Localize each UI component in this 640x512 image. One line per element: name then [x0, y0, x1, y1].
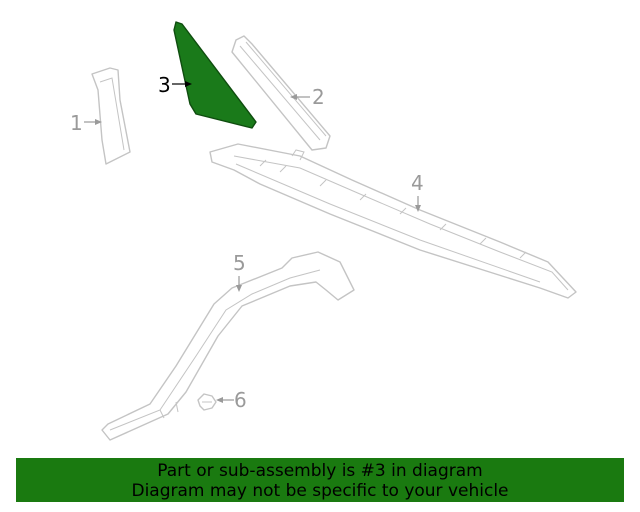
banner-line-2: Diagram may not be specific to your vehi…: [131, 481, 509, 501]
banner-line-1: Part or sub-assembly is #3 in diagram: [157, 461, 483, 481]
callout-1: 1: [70, 111, 102, 135]
info-banner: Part or sub-assembly is #3 in diagram Di…: [16, 458, 624, 502]
callout-5-label: 5: [233, 251, 246, 275]
callout-6: 6: [216, 388, 247, 412]
callout-1-label: 1: [70, 111, 83, 135]
callout-6-label: 6: [234, 388, 247, 412]
callout-4-label: 4: [411, 171, 424, 195]
part-3-highlighted[interactable]: [173, 21, 257, 129]
callout-5: 5: [233, 251, 246, 292]
part-6[interactable]: [197, 393, 217, 411]
part-5[interactable]: [101, 251, 355, 441]
part-2[interactable]: [231, 35, 331, 151]
part-1[interactable]: [91, 67, 131, 165]
part-4[interactable]: [209, 143, 577, 299]
callout-3-label: 3: [158, 73, 171, 97]
callout-2: 2: [290, 85, 325, 109]
callout-2-label: 2: [312, 85, 325, 109]
callout-3: 3: [158, 73, 192, 97]
callout-4: 4: [411, 171, 424, 212]
